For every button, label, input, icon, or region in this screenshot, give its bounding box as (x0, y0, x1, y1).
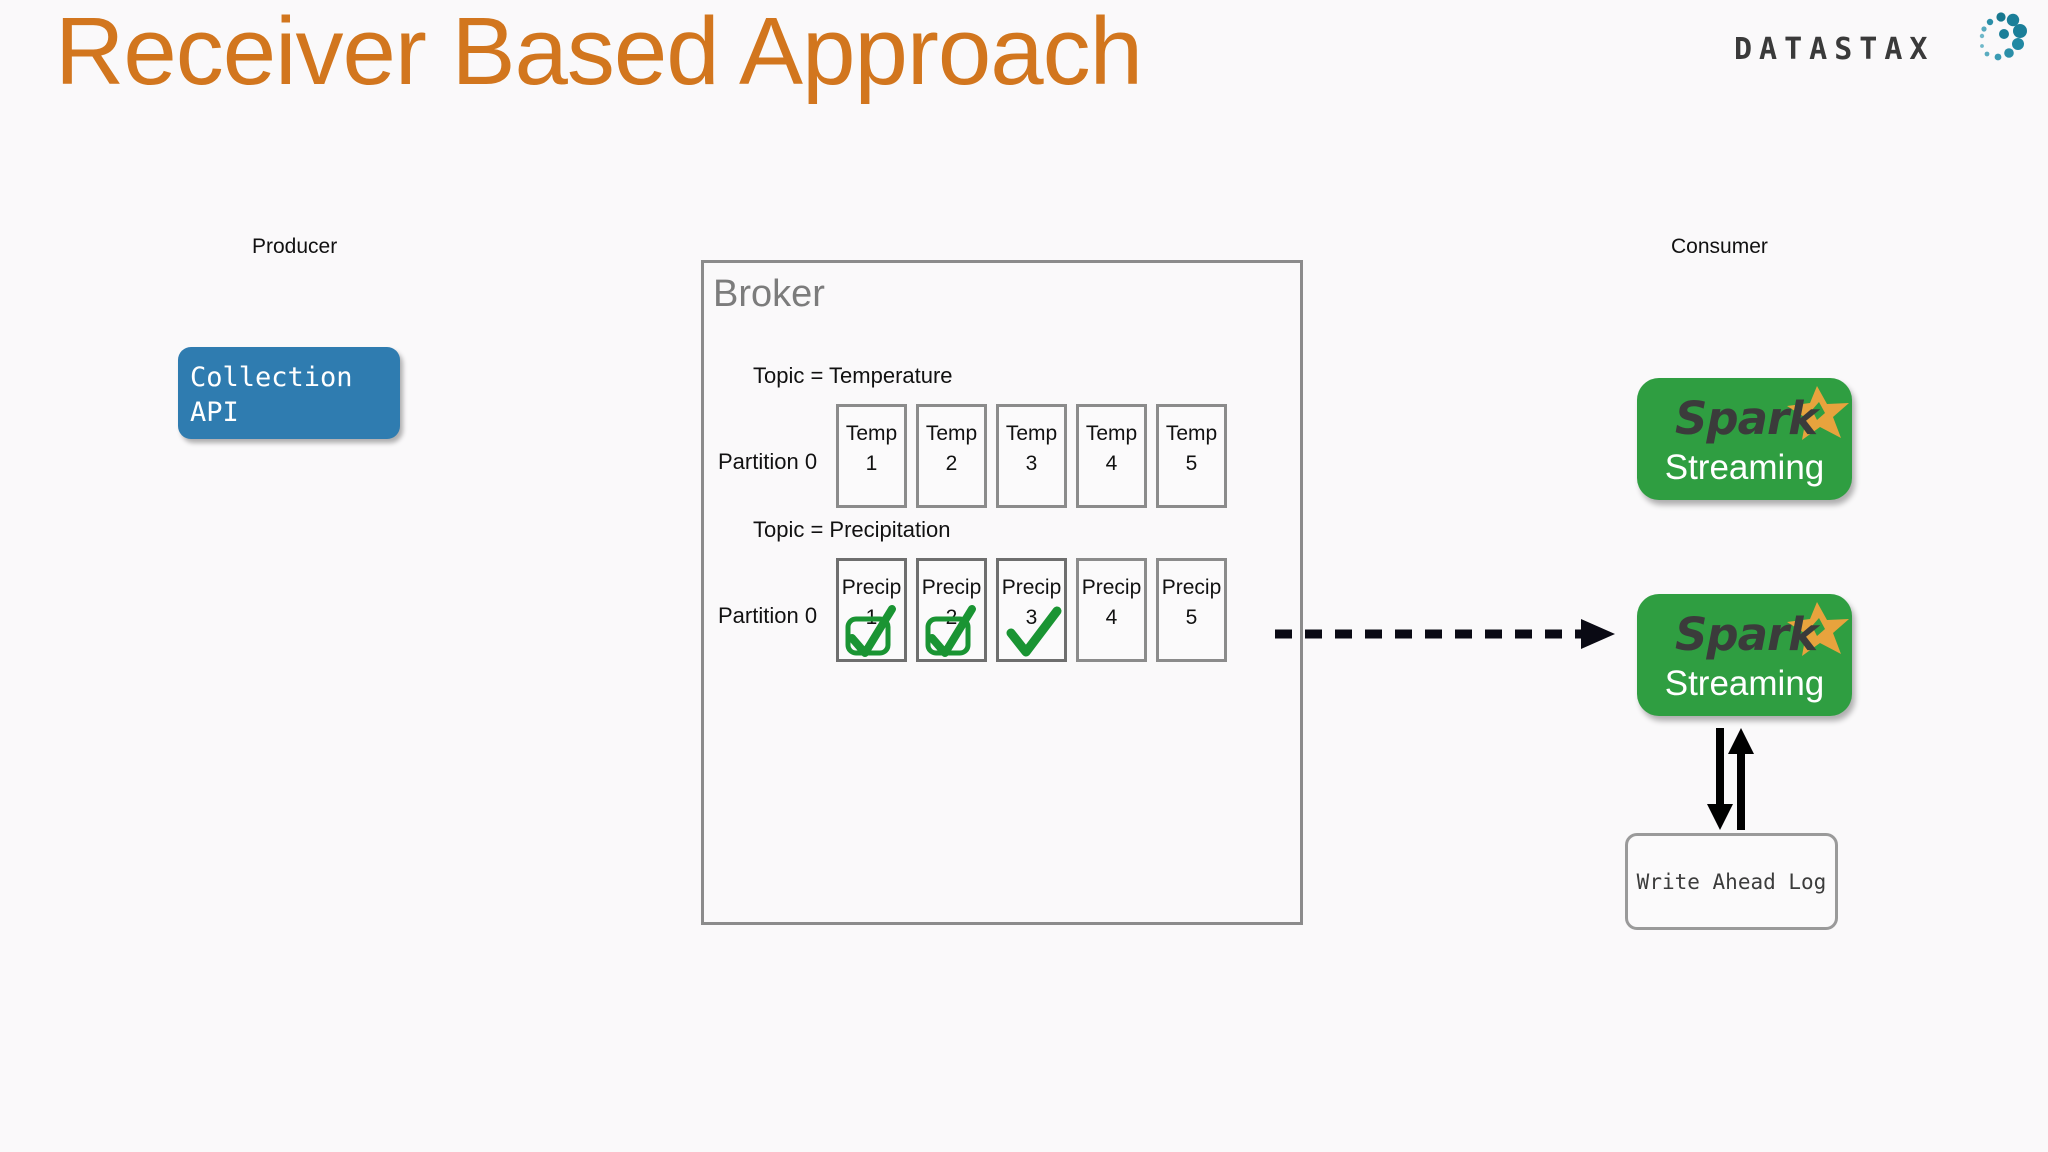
message-label: Precip (1001, 576, 1062, 599)
message-number: 5 (1185, 452, 1198, 476)
spark-streaming-bottom[interactable]: Spark Streaming (1637, 594, 1852, 716)
message-number: 2 (945, 606, 958, 630)
spark-brand-text: Spark (1675, 608, 1818, 661)
collection-api-label-line1: Collection (190, 362, 353, 393)
message-label: Precip (1161, 576, 1222, 599)
broker-container: Broker Topic = Temperature Partition 0 T… (701, 260, 1303, 925)
message-number: 5 (1185, 606, 1198, 630)
message-number: 3 (1025, 606, 1038, 630)
page-title: Receiver Based Approach (55, 0, 1143, 105)
partition-label-precipitation: Partition 0 (718, 603, 818, 628)
topic-label-precipitation: Topic = Precipitation (753, 517, 951, 542)
message-row-precipitation: Precip 1 Precip 2 Precip 3 (836, 558, 1227, 662)
spark-star-icon (1787, 602, 1849, 656)
message-box[interactable]: Temp 5 (1156, 404, 1227, 508)
message-box[interactable]: Precip 5 (1156, 558, 1227, 662)
message-box[interactable]: Temp 1 (836, 404, 907, 508)
spark-subtitle-text: Streaming (1664, 664, 1825, 703)
datastax-wordmark: DATASTAX (1734, 32, 1935, 67)
message-box[interactable]: Precip 2 (916, 558, 987, 662)
message-label: Temp (1085, 422, 1138, 445)
broker-title: Broker (713, 273, 825, 315)
spark-subtitle-text: Streaming (1664, 448, 1825, 487)
message-number: 2 (945, 452, 958, 476)
message-label: Temp (1165, 422, 1218, 445)
datastax-logo: DATASTAX (1732, 10, 2032, 74)
datastax-dots-icon (1979, 12, 2027, 61)
write-ahead-log-label: Write Ahead Log (1636, 869, 1827, 894)
consumer-caption: Consumer (1671, 235, 1768, 258)
message-row-temperature: Temp 1 Temp 2 Temp 3 Temp 4 Temp 5 (836, 404, 1227, 508)
message-box[interactable]: Temp 3 (996, 404, 1067, 508)
collection-api-label-line2: API (190, 397, 239, 429)
producer-caption: Producer (252, 235, 338, 258)
topic-label-temperature: Topic = Temperature (753, 363, 953, 388)
broker-to-consumer-arrow (1275, 619, 1615, 649)
message-label: Temp (845, 422, 898, 445)
message-label: Precip (921, 576, 982, 599)
write-ahead-log-box[interactable]: Write Ahead Log (1625, 833, 1838, 930)
spark-brand-text: Spark (1675, 392, 1818, 445)
message-number: 4 (1105, 606, 1118, 630)
message-label: Temp (925, 422, 978, 445)
spark-streaming-top[interactable]: Spark Streaming (1637, 378, 1852, 500)
message-label: Precip (841, 576, 902, 599)
message-box[interactable]: Temp 2 (916, 404, 987, 508)
message-label: Temp (1005, 422, 1058, 445)
message-number: 4 (1105, 452, 1118, 476)
spark-star-icon (1787, 386, 1849, 440)
message-number: 1 (865, 452, 878, 476)
spark-logo: Spark (1637, 600, 1852, 662)
message-box[interactable]: Precip 3 (996, 558, 1067, 662)
message-label: Precip (1081, 576, 1142, 599)
collection-api-box[interactable]: Collection API (178, 347, 400, 439)
message-number: 3 (1025, 452, 1038, 476)
message-box[interactable]: Precip 4 (1076, 558, 1147, 662)
message-box[interactable]: Precip 1 (836, 558, 907, 662)
spark-logo: Spark (1637, 384, 1852, 446)
message-box[interactable]: Temp 4 (1076, 404, 1147, 508)
spark-wal-bidirectional-arrow (1707, 728, 1754, 830)
message-number: 1 (865, 606, 878, 630)
partition-label-temperature: Partition 0 (718, 449, 818, 474)
